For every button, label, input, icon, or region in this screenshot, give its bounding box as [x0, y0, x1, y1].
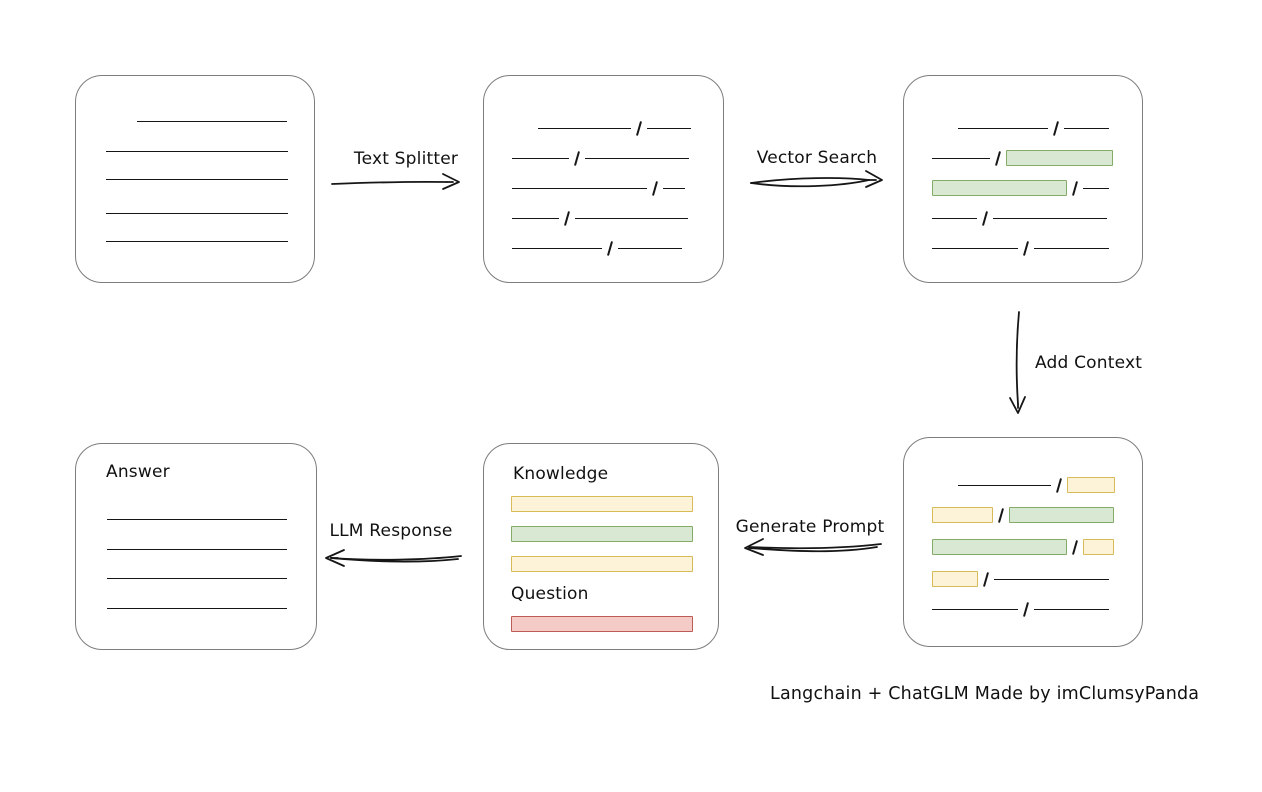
text-line [106, 241, 288, 242]
text-line [512, 157, 569, 159]
credit-caption: Langchain + ChatGLM Made by imClumsyPand… [770, 684, 1200, 704]
text-line [994, 578, 1109, 580]
text-line [512, 187, 647, 189]
slash-separator [573, 150, 581, 166]
text-line [1083, 187, 1109, 189]
slash-separator [1071, 539, 1079, 555]
chunk-row [932, 239, 1109, 257]
split-chunks-box [483, 75, 724, 283]
text-line [107, 549, 287, 550]
prompt-box: Knowledge Question [483, 443, 719, 650]
text-line [106, 151, 288, 152]
generate-prompt-label: Generate Prompt [735, 517, 885, 537]
text-line [932, 157, 990, 159]
text-splitter-label: Text Splitter [353, 149, 459, 169]
slash-separator [606, 240, 614, 256]
vector-search-arrow [750, 170, 883, 188]
chunk-row [932, 600, 1109, 618]
context-chunks-box [903, 437, 1143, 647]
chunk-row [512, 209, 688, 227]
source-document-box [75, 75, 315, 283]
vector-match-box [903, 75, 1143, 283]
knowledge-chunk-bar [511, 526, 693, 542]
text-line [958, 484, 1051, 486]
chunk-row [932, 506, 1114, 524]
text-line [932, 247, 1018, 249]
add-context-arrow [1009, 311, 1026, 414]
text-line [1034, 608, 1109, 610]
yellow-highlight-chunk [1067, 477, 1115, 493]
text-line [663, 187, 685, 189]
green-highlight-chunk [1006, 150, 1113, 166]
slash-separator [635, 120, 643, 136]
text-line [106, 213, 288, 214]
text-line [575, 217, 688, 219]
chunk-row [932, 179, 1109, 197]
chunk-row [512, 239, 682, 257]
slash-separator [982, 571, 990, 587]
slash-separator [997, 507, 1005, 523]
green-highlight-chunk [1009, 507, 1114, 523]
chunk-row [932, 209, 1107, 227]
text-splitter-arrow [331, 173, 460, 190]
chunk-row [932, 538, 1114, 556]
llm-response-label: LLM Response [329, 521, 453, 541]
generate-prompt-arrow [744, 538, 882, 556]
chunk-row [958, 476, 1115, 494]
text-line [1064, 127, 1109, 129]
text-line [932, 608, 1018, 610]
text-line [107, 578, 287, 579]
yellow-highlight-chunk [932, 571, 978, 587]
slash-separator [1022, 601, 1030, 617]
text-line [585, 157, 689, 159]
question-bar [511, 616, 693, 632]
slash-separator [1071, 180, 1079, 196]
slash-separator [1022, 240, 1030, 256]
text-line [512, 247, 602, 249]
text-line [958, 127, 1048, 129]
text-line [137, 121, 287, 122]
slash-separator [1055, 477, 1063, 493]
knowledge-chunk-bar [511, 496, 693, 512]
llm-response-arrow [325, 549, 462, 567]
slash-separator [1052, 120, 1060, 136]
chunk-row [538, 119, 691, 137]
question-label: Question [511, 584, 589, 604]
vector-search-label: Vector Search [756, 148, 878, 168]
chunk-row [932, 570, 1109, 588]
knowledge-label: Knowledge [513, 464, 609, 484]
chunk-row [958, 119, 1109, 137]
text-line [107, 608, 287, 609]
knowledge-chunk-bar [511, 556, 693, 572]
slash-separator [563, 210, 571, 226]
yellow-highlight-chunk [932, 507, 993, 523]
slash-separator [994, 150, 1002, 166]
slash-separator [651, 180, 659, 196]
chunk-row [512, 149, 689, 167]
green-highlight-chunk [932, 539, 1067, 555]
text-line [107, 519, 287, 520]
text-line [106, 179, 288, 180]
slash-separator [981, 210, 989, 226]
text-line [618, 247, 682, 249]
chunk-row [932, 149, 1113, 167]
text-line [647, 127, 691, 129]
text-line [993, 217, 1107, 219]
yellow-highlight-chunk [1083, 539, 1114, 555]
text-line [512, 217, 559, 219]
add-context-label: Add Context [1035, 353, 1143, 373]
answer-label: Answer [106, 462, 170, 482]
text-line [932, 217, 977, 219]
text-line [538, 127, 631, 129]
text-line [1034, 247, 1109, 249]
green-highlight-chunk [932, 180, 1067, 196]
chunk-row [512, 179, 685, 197]
answer-box: Answer [75, 443, 317, 650]
